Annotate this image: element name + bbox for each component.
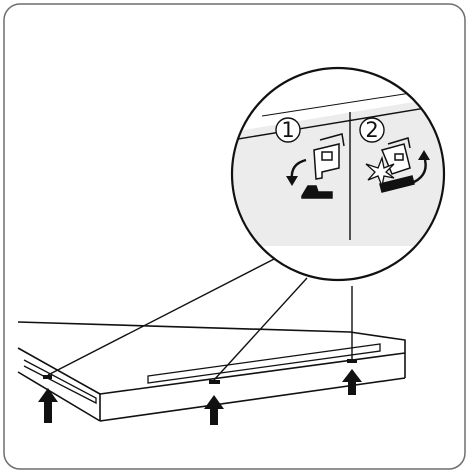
- step-1-number-circle: [275, 117, 301, 143]
- middle-clip: [209, 380, 220, 384]
- step-2: 2: [359, 117, 430, 193]
- latch-clip-icon: [365, 137, 430, 193]
- callout-magnifier: [230, 66, 446, 282]
- up-arrow-icon: [204, 395, 224, 425]
- latch-release-icon: [286, 133, 345, 199]
- clip-marks: [43, 359, 357, 384]
- step-2-number-circle: [359, 117, 385, 143]
- up-arrow-icon: [38, 388, 58, 423]
- leader-lines: [47, 255, 353, 381]
- step-1-number: 1: [281, 118, 294, 142]
- push-arrows: [38, 369, 362, 425]
- step-1: 1: [275, 117, 345, 199]
- step-2-number: 2: [365, 118, 378, 142]
- right-clip: [347, 359, 357, 363]
- left-clip: [43, 375, 52, 379]
- diagram-frame: [3, 3, 466, 470]
- up-arrow-icon: [342, 369, 362, 395]
- frame-rails: [23, 343, 381, 405]
